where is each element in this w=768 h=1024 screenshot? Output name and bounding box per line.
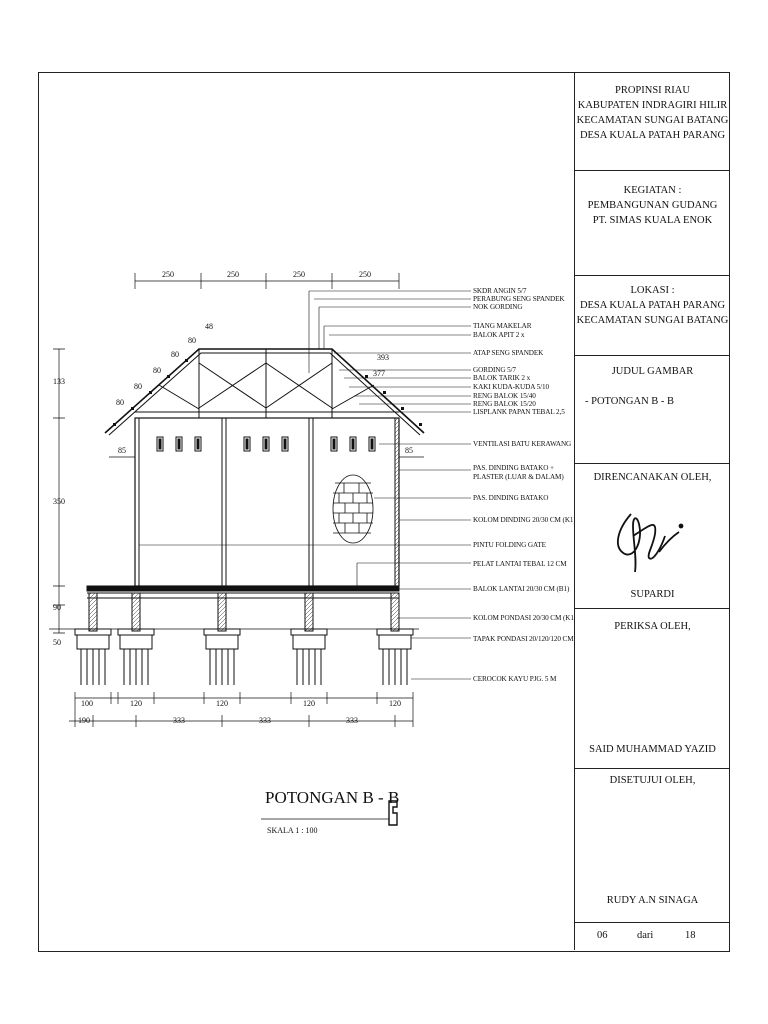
- tb-kegiatan-label: KEGIATAN :: [623, 185, 682, 196]
- title-block: PROPINSI RIAU KABUPATEN INDRAGIRI HILIR …: [574, 73, 730, 950]
- label-17: KOLOM DINDING 20/30 CM (K1): [473, 516, 574, 524]
- tb-direncanakan-name: SUPARDI: [630, 589, 675, 600]
- signature-image: [617, 513, 684, 573]
- tb-lokasi: LOKASI : DESA KUALA PATAH PARANG KECAMAT…: [575, 276, 730, 356]
- dim-top-1: 250: [162, 270, 174, 279]
- label-5: BALOK APIT 2 x: [473, 331, 525, 339]
- tb-kegiatan: KEGIATAN : PEMBANGUNAN GUDANG PT. SIMAS …: [575, 171, 730, 276]
- tb-judul-label: JUDUL GAMBAR: [611, 366, 694, 377]
- tb-location-header: PROPINSI RIAU KABUPATEN INDRAGIRI HILIR …: [575, 73, 730, 171]
- tb-kegiatan-company: PT. SIMAS KUALA ENOK: [592, 215, 713, 226]
- label-23: CEROCOK KAYU PJG. 5 M: [473, 675, 557, 683]
- tb-village: DESA KUALA PATAH PARANG: [579, 130, 726, 141]
- section-mark-icon: [388, 800, 398, 826]
- label-18: PINTU FOLDING GATE: [473, 541, 547, 549]
- drawing-scale: SKALA 1 : 100: [267, 826, 317, 835]
- tb-sheet-no: 06: [597, 930, 608, 941]
- drawing-sheet: 250 250 250 250 133 350 90 50 80 80 80 80 80 48 85 85 39…: [38, 72, 730, 952]
- dim-side-left: 85: [118, 446, 126, 455]
- label-6: ATAP SENG SPANDEK: [473, 349, 544, 357]
- tb-lokasi-district: KECAMATAN SUNGAI BATANG: [576, 315, 729, 326]
- tb-district: KECAMATAN SUNGAI BATANG: [576, 115, 729, 126]
- foundation-2: [117, 592, 155, 685]
- dim-roof-6: 48: [205, 322, 213, 331]
- label-2: PERABUNG SENG SPANDEK: [473, 295, 565, 303]
- dim-bottom-a-3: 120: [216, 699, 228, 708]
- dim-bottom-b-1: 190: [78, 716, 90, 725]
- label-15: PLASTER (LUAR & DALAM): [473, 473, 564, 481]
- tb-periksa-name: SAID MUHAMMAD YAZID: [589, 744, 716, 755]
- dim-bottom-a-5: 120: [389, 699, 401, 708]
- dim-bottom-b-4: 333: [346, 716, 358, 725]
- label-9: KAKI KUDA-KUDA 5/10: [473, 383, 549, 391]
- dim-left-2: 350: [53, 497, 65, 506]
- tb-disetujui-name: RUDY A.N SINAGA: [606, 895, 699, 906]
- gording-marks: [113, 359, 422, 426]
- tb-disetujui: DISETUJUI OLEH, RUDY A.N SINAGA: [575, 769, 730, 923]
- dim-roof-5: 80: [188, 336, 196, 345]
- dim-roof-4: 80: [171, 350, 179, 359]
- tb-direncanakan: DIRENCANAKAN OLEH, SUPARDI: [575, 464, 730, 609]
- tb-lokasi-label: LOKASI :: [630, 285, 675, 296]
- dim-top-2: 250: [227, 270, 239, 279]
- drawing-area: 250 250 250 250 133 350 90 50 80 80 80 80 80 48 85 85 39…: [39, 73, 577, 950]
- dim-bottom-a-2: 120: [130, 699, 142, 708]
- ventilation-blocks: [156, 436, 376, 452]
- label-10: RENG BALOK 15/40: [473, 392, 536, 400]
- tb-disetujui-label: DISETUJUI OLEH,: [609, 775, 696, 786]
- foundation-4: [290, 592, 328, 685]
- tb-periksa: PERIKSA OLEH, SAID MUHAMMAD YAZID: [575, 609, 730, 769]
- tb-sheet-total: 18: [685, 930, 696, 941]
- dim-top-3: 250: [293, 270, 305, 279]
- dim-left-1: 133: [53, 377, 65, 386]
- dim-left-3: 90: [53, 603, 61, 612]
- tb-regency: KABUPATEN INDRAGIRI HILIR: [577, 100, 728, 111]
- label-12: LISPLANK PAPAN TEBAL 2,5: [473, 408, 565, 416]
- tb-province: PROPINSI RIAU: [615, 85, 690, 96]
- label-11: RENG BALOK 15/20: [473, 400, 536, 408]
- brick-pattern: [332, 474, 374, 544]
- dim-top-4: 250: [359, 270, 371, 279]
- label-16: PAS. DINDING BATAKO: [473, 494, 548, 502]
- label-19: PELAT LANTAI TEBAL 12 CM: [473, 560, 567, 568]
- dim-roof-right-1: 393: [377, 353, 389, 362]
- tb-periksa-label: PERIKSA OLEH,: [614, 621, 691, 632]
- walls: [134, 417, 400, 587]
- dim-bottom-b-3: 333: [259, 716, 271, 725]
- label-20: BALOK LANTAI 20/30 CM (B1): [473, 585, 570, 593]
- dimension-lines: [53, 273, 424, 727]
- foundation-1: [74, 592, 112, 685]
- tb-lokasi-village: DESA KUALA PATAH PARANG: [579, 300, 726, 311]
- label-7: GORDING 5/7: [473, 366, 517, 374]
- dim-bottom-a-4: 120: [303, 699, 315, 708]
- label-3: NOK GORDING: [473, 303, 522, 311]
- tb-judul: JUDUL GAMBAR - POTONGAN B - B: [575, 356, 730, 464]
- tb-kegiatan-project: PEMBANGUNAN GUDANG: [587, 200, 718, 211]
- label-21: KOLOM PONDASI 20/30 CM (K1): [473, 614, 574, 622]
- tb-sheet-of: dari: [637, 930, 654, 941]
- dim-roof-1: 80: [116, 398, 124, 407]
- dim-left-4: 50: [53, 638, 61, 647]
- drawing-title: POTONGAN B - B: [265, 788, 399, 807]
- foundation-3: [203, 592, 241, 685]
- label-14: PAS. DINDING BATAKO +: [473, 464, 554, 472]
- foundation: [49, 592, 419, 685]
- tb-direncanakan-label: DIRENCANAKAN OLEH,: [593, 472, 712, 483]
- leader-lines: [139, 290, 471, 680]
- label-1: SKDR ANGIN 5/7: [473, 287, 527, 295]
- foundation-5: [376, 592, 414, 685]
- dim-roof-right-2: 377: [373, 369, 385, 378]
- tb-judul-value: - POTONGAN B - B: [585, 396, 675, 407]
- label-13: VENTILASI BATU KERAWANG: [473, 440, 571, 448]
- dim-side-right: 85: [405, 446, 413, 455]
- section-drawing: 250 250 250 250 133 350 90 50 80 80 80 80 80 48 85 85 39…: [49, 270, 577, 835]
- tb-sheet-number: 06 dari 18: [575, 923, 730, 950]
- dim-roof-2: 80: [134, 382, 142, 391]
- dim-bottom-b-2: 333: [173, 716, 185, 725]
- label-22: TAPAK PONDASI 20/120/120 CM: [473, 635, 574, 643]
- label-8: BALOK TARIK 2 x: [473, 374, 531, 382]
- dim-bottom-a-1: 100: [81, 699, 93, 708]
- label-4: TIANG MAKELAR: [473, 322, 532, 330]
- dim-roof-3: 80: [153, 366, 161, 375]
